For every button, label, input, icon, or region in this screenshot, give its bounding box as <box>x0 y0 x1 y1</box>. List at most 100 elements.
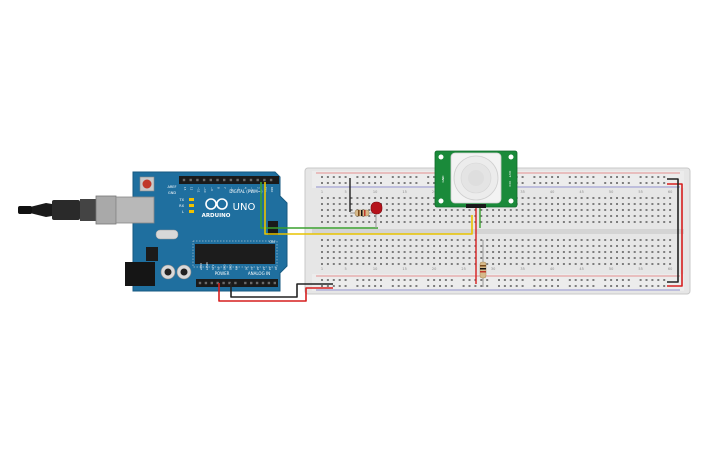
breadboard-hole[interactable] <box>521 251 524 253</box>
breadboard-hole[interactable] <box>462 257 465 259</box>
breadboard-hole[interactable] <box>633 215 636 217</box>
breadboard-hole[interactable] <box>604 209 607 211</box>
breadboard-hole[interactable] <box>580 203 583 205</box>
breadboard-hole[interactable] <box>568 215 571 217</box>
breadboard-hole[interactable] <box>515 251 518 253</box>
breadboard-hole[interactable] <box>486 251 489 253</box>
usb-port[interactable] <box>115 196 155 224</box>
breadboard-hole[interactable] <box>627 209 630 211</box>
breadboard-hole[interactable] <box>462 215 465 217</box>
breadboard-hole[interactable] <box>515 263 518 265</box>
breadboard-hole[interactable] <box>645 251 648 253</box>
rail-hole[interactable] <box>362 279 365 281</box>
rail-hole[interactable] <box>362 182 365 184</box>
breadboard-hole[interactable] <box>444 251 447 253</box>
breadboard-hole[interactable] <box>669 245 672 247</box>
breadboard-hole[interactable] <box>380 197 382 199</box>
breadboard-hole[interactable] <box>486 221 489 223</box>
breadboard-hole[interactable] <box>433 197 436 199</box>
breadboard-hole[interactable] <box>498 215 500 217</box>
breadboard-hole[interactable] <box>356 257 359 259</box>
breadboard-hole[interactable] <box>385 245 388 247</box>
rail-hole[interactable] <box>321 182 323 184</box>
breadboard-hole[interactable] <box>639 209 642 211</box>
rail-hole[interactable] <box>326 182 329 184</box>
rail-hole[interactable] <box>651 176 654 178</box>
breadboard-hole[interactable] <box>645 245 648 247</box>
rail-hole[interactable] <box>610 182 613 184</box>
breadboard-hole[interactable] <box>539 209 542 211</box>
breadboard-hole[interactable] <box>344 209 347 211</box>
rail-hole[interactable] <box>657 182 660 184</box>
breadboard-hole[interactable] <box>527 263 530 265</box>
breadboard-hole[interactable] <box>616 221 618 223</box>
breadboard-hole[interactable] <box>403 257 406 259</box>
rail-hole[interactable] <box>344 279 347 281</box>
breadboard-hole[interactable] <box>433 215 436 217</box>
breadboard-hole[interactable] <box>439 245 441 247</box>
breadboard-hole[interactable] <box>598 221 601 223</box>
breadboard-hole[interactable] <box>503 215 506 217</box>
breadboard-hole[interactable] <box>509 257 512 259</box>
breadboard-hole[interactable] <box>557 221 559 223</box>
breadboard-hole[interactable] <box>669 221 672 223</box>
breadboard-hole[interactable] <box>527 197 530 199</box>
rail-hole[interactable] <box>338 279 341 281</box>
breadboard-hole[interactable] <box>321 251 323 253</box>
breadboard-hole[interactable] <box>350 245 353 247</box>
breadboard-hole[interactable] <box>539 257 542 259</box>
breadboard-hole[interactable] <box>368 263 371 265</box>
breadboard-hole[interactable] <box>651 221 654 223</box>
breadboard-hole[interactable] <box>580 215 583 217</box>
rail-hole[interactable] <box>403 285 406 287</box>
breadboard-hole[interactable] <box>480 239 483 241</box>
rail-hole[interactable] <box>551 279 554 281</box>
breadboard-hole[interactable] <box>385 239 388 241</box>
breadboard-hole[interactable] <box>486 263 489 265</box>
rail-hole[interactable] <box>551 182 554 184</box>
breadboard-hole[interactable] <box>374 221 377 223</box>
breadboard-hole[interactable] <box>509 251 512 253</box>
breadboard-hole[interactable] <box>651 245 654 247</box>
breadboard-hole[interactable] <box>397 239 400 241</box>
breadboard-hole[interactable] <box>604 203 607 205</box>
breadboard-hole[interactable] <box>621 203 624 205</box>
breadboard-hole[interactable] <box>621 245 624 247</box>
breadboard-hole[interactable] <box>350 215 353 217</box>
rail-hole[interactable] <box>409 285 412 287</box>
breadboard-hole[interactable] <box>362 263 365 265</box>
breadboard-hole[interactable] <box>374 251 377 253</box>
rail-hole[interactable] <box>557 279 559 281</box>
breadboard-hole[interactable] <box>456 263 459 265</box>
rail-hole[interactable] <box>592 279 595 281</box>
breadboard-hole[interactable] <box>332 263 335 265</box>
rail-hole[interactable] <box>338 285 341 287</box>
breadboard-hole[interactable] <box>657 239 660 241</box>
breadboard-hole[interactable] <box>610 203 613 205</box>
breadboard-hole[interactable] <box>492 263 495 265</box>
breadboard-hole[interactable] <box>509 239 512 241</box>
breadboard-hole[interactable] <box>368 251 371 253</box>
breadboard-hole[interactable] <box>574 251 577 253</box>
rail-hole[interactable] <box>509 279 512 281</box>
rail-hole[interactable] <box>657 279 660 281</box>
power-pin-hole[interactable] <box>273 281 276 285</box>
breadboard-hole[interactable] <box>503 209 506 211</box>
breadboard-hole[interactable] <box>421 251 424 253</box>
rail-hole[interactable] <box>356 182 359 184</box>
rail-hole[interactable] <box>332 182 335 184</box>
breadboard-hole[interactable] <box>521 203 524 205</box>
breadboard-hole[interactable] <box>616 197 618 199</box>
black-wire-gnd[interactable] <box>230 283 333 298</box>
breadboard-hole[interactable] <box>568 245 571 247</box>
breadboard-hole[interactable] <box>515 209 518 211</box>
breadboard-hole[interactable] <box>385 203 388 205</box>
breadboard-hole[interactable] <box>645 215 648 217</box>
breadboard-hole[interactable] <box>480 215 483 217</box>
breadboard-hole[interactable] <box>568 203 571 205</box>
breadboard-hole[interactable] <box>586 251 589 253</box>
rail-hole[interactable] <box>627 285 630 287</box>
breadboard-hole[interactable] <box>592 209 595 211</box>
breadboard-hole[interactable] <box>663 221 666 223</box>
breadboard-hole[interactable] <box>391 197 394 199</box>
